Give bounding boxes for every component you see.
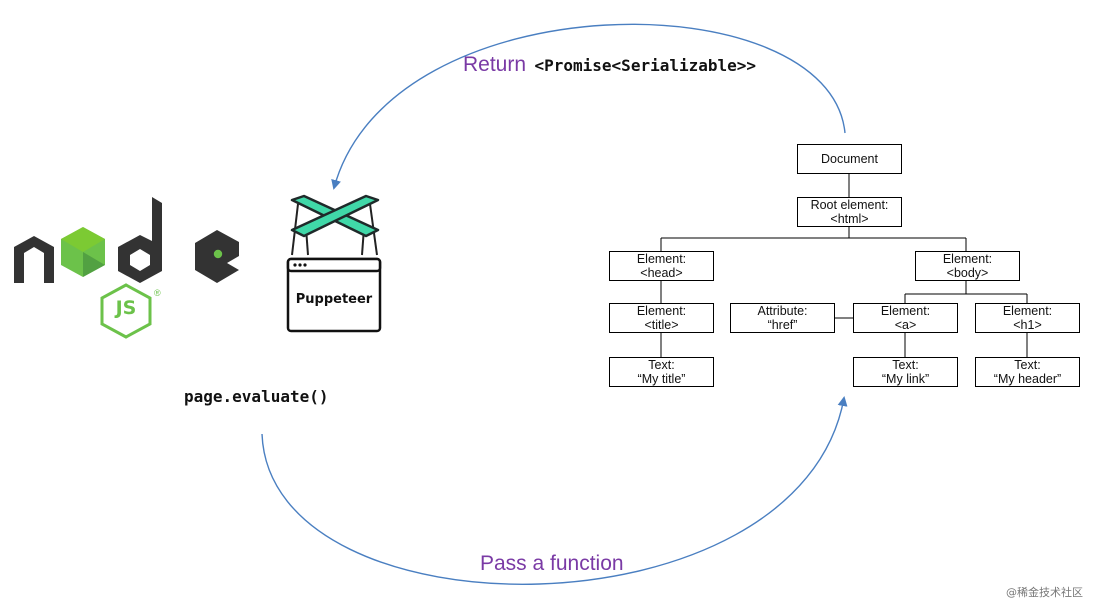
dom-node-label: Element: [1002, 304, 1053, 318]
dom-node-label: Root element: [810, 198, 889, 212]
dom-node-body: Element: <body> [915, 251, 1020, 281]
puppeteer-label: Puppeteer [295, 292, 373, 307]
return-caption: Return <Promise<Serializable>> [463, 53, 756, 77]
dom-node-value: “My link” [881, 372, 930, 386]
js-badge-text: JS [115, 297, 137, 319]
dom-node-tag: <head> [640, 266, 683, 280]
dom-node-value: “My header” [993, 372, 1062, 386]
dom-node-attribute-href: Attribute: “href” [730, 303, 835, 333]
evaluate-call: page.evaluate() [184, 387, 329, 406]
puppeteer-logo-icon: Puppeteer [282, 190, 387, 340]
dom-node-root-html: Root element: <html> [797, 197, 902, 227]
return-arrow [331, 23, 846, 190]
dom-node-head: Element: <head> [609, 251, 714, 281]
dom-node-text-title: Text: “My title” [609, 357, 714, 387]
dom-node-text-link: Text: “My link” [853, 357, 958, 387]
dom-node-label: Element: [636, 252, 687, 266]
dom-node-document: Document [797, 144, 902, 174]
return-type: <Promise<Serializable>> [534, 56, 757, 75]
dom-node-tag: <html> [830, 212, 869, 226]
dom-node-label: Element: [880, 304, 931, 318]
dom-node-title: Element: <title> [609, 303, 714, 333]
dom-node-label: Element: [942, 252, 993, 266]
return-word: Return [463, 53, 527, 76]
dom-node-label: Text: [892, 358, 919, 372]
dom-node-tag: <body> [946, 266, 989, 280]
dom-node-tag: <h1> [1013, 318, 1042, 332]
pass-function-caption: Pass a function [480, 552, 624, 575]
dom-node-h1: Element: <h1> [975, 303, 1080, 333]
dom-node-text-header: Text: “My header” [975, 357, 1080, 387]
watermark: @稀金技术社区 [1006, 586, 1083, 599]
dom-node-label: Attribute: [757, 304, 808, 318]
registered-mark: ® [154, 288, 161, 298]
nodejs-logo-icon: JS ® [12, 193, 248, 343]
dom-node-value: “My title” [637, 372, 686, 386]
dom-node-label: Text: [1014, 358, 1041, 372]
dom-node-label: Element: [636, 304, 687, 318]
dom-node-tag: <a> [894, 318, 917, 332]
dom-node-label: Document [821, 152, 878, 166]
dom-node-tag: “href” [767, 318, 798, 332]
pass-function-arrow [261, 396, 848, 585]
dom-node-tag: <title> [644, 318, 679, 332]
dom-node-a: Element: <a> [853, 303, 958, 333]
dom-node-label: Text: [648, 358, 675, 372]
